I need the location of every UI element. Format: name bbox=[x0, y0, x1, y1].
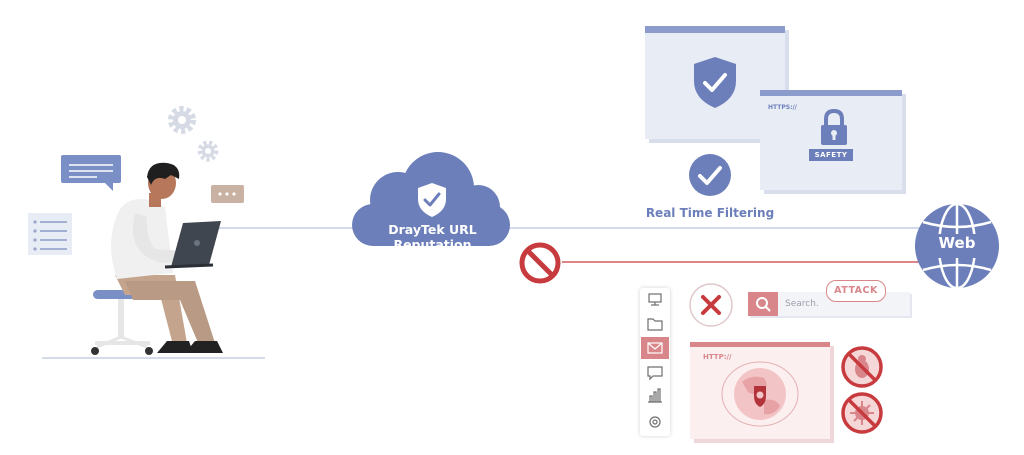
app-sidebar bbox=[640, 288, 670, 436]
chart-icon[interactable] bbox=[648, 388, 662, 403]
cloud-label: DrayTek URL Reputation bbox=[388, 222, 477, 252]
globe-icon bbox=[915, 202, 999, 290]
close-circle-icon bbox=[689, 283, 733, 327]
padlock-icon bbox=[821, 108, 847, 145]
http-window bbox=[690, 342, 830, 439]
blocked-virus-icon bbox=[841, 392, 883, 434]
gear-icon[interactable] bbox=[649, 416, 661, 428]
chat-icon[interactable] bbox=[647, 366, 663, 381]
infected-globe-icon bbox=[721, 361, 799, 427]
sidebar-icons bbox=[641, 293, 669, 428]
check-circle-icon bbox=[689, 154, 731, 196]
typing-bubble-icon bbox=[211, 185, 244, 203]
search-input[interactable]: Search. bbox=[785, 299, 819, 309]
mail-tab-highlight[interactable] bbox=[641, 337, 669, 359]
blocked-icon bbox=[519, 242, 561, 284]
mail-icon[interactable] bbox=[647, 342, 663, 354]
laptop bbox=[164, 221, 221, 269]
monitor-icon[interactable] bbox=[648, 293, 662, 306]
shield-check-icon bbox=[694, 57, 736, 108]
safety-badge: SAFETY bbox=[809, 149, 853, 161]
shield-check-icon bbox=[418, 183, 446, 217]
document-list-icon bbox=[28, 213, 72, 255]
gear-icon bbox=[168, 106, 196, 134]
real-time-filtering-label: Real Time Filtering bbox=[645, 206, 775, 220]
folder-icon[interactable] bbox=[647, 318, 663, 331]
gear-icon bbox=[197, 140, 219, 162]
web-label: Web bbox=[938, 234, 976, 252]
speech-bubble-icon bbox=[61, 155, 121, 191]
http-url: HTTP:// bbox=[703, 353, 732, 361]
https-url: HTTPS:// bbox=[768, 104, 797, 111]
search-icon[interactable] bbox=[748, 292, 778, 316]
person-illustration bbox=[28, 106, 265, 359]
attack-badge: ATTACK bbox=[826, 280, 886, 302]
blocked-bug-icon bbox=[841, 346, 883, 388]
